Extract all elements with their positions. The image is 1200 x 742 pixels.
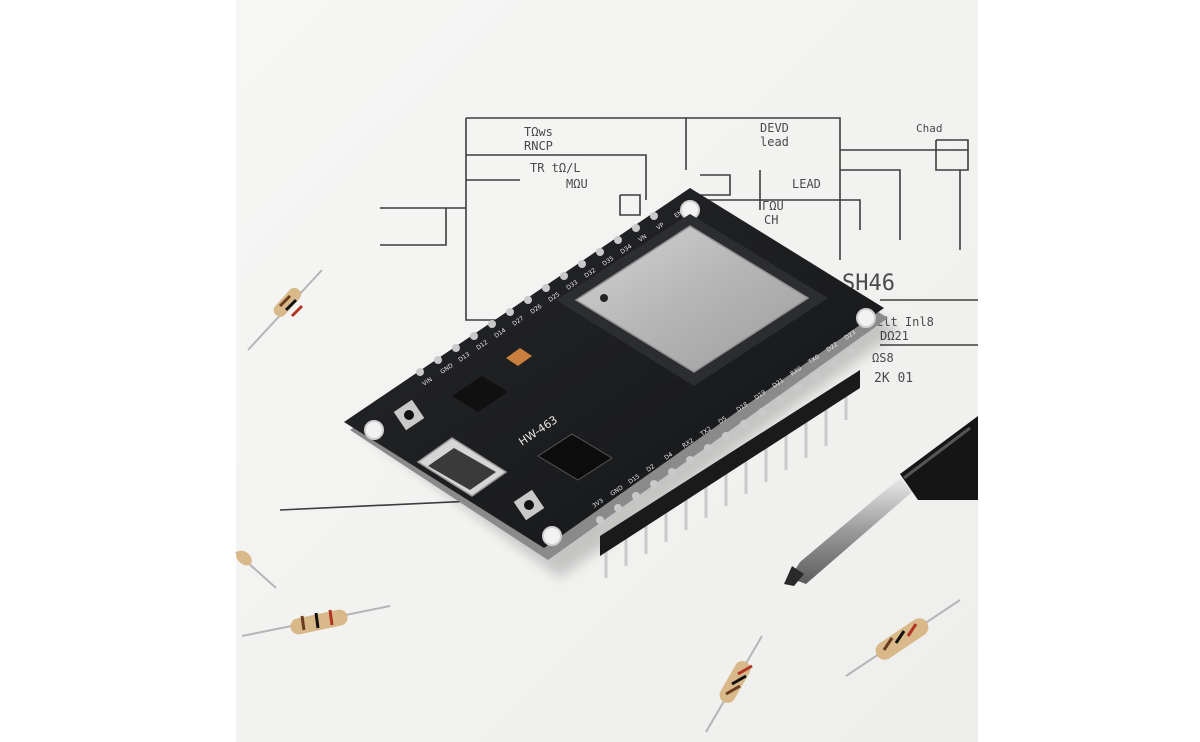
micro-usb-opening [428,448,496,490]
schematic-label: MΩU [566,177,588,191]
screwdriver [784,416,978,586]
schematic-drawing [279,117,978,511]
usb-chip [537,433,613,481]
esp32-metal-shield [574,225,810,373]
capacitor-orange [506,348,532,366]
resistor-bottom-left [241,605,391,637]
pin-label: D2 [645,463,656,474]
pin-label: VP [655,221,666,231]
pin-row-bottom [596,348,856,524]
pin-label: VIN [421,376,434,388]
pin-label: D4 [663,451,674,462]
esp32-board: HW-463 VIN GND D13 D12 D14 D27 D26 D25 D… [344,188,888,560]
schematic-label: ΓΩU [762,199,784,213]
schematic-label: lead [760,135,789,149]
schematic-label: LEAD [792,177,821,191]
pin-label: EN [673,209,684,219]
schematic-label: 2K 01 [874,371,913,386]
shield-dot [600,294,608,302]
voltage-regulator [452,376,508,412]
schematic-label: Chad [916,122,943,135]
mounting-hole [856,308,876,328]
resistor-bottom-center [705,635,763,733]
pin-label: VN [637,233,648,244]
schematic-label: TR tΩ/L [530,161,581,175]
resistor-top-left [247,269,323,351]
resistor-bottom-right [845,599,961,677]
mounting-hole [364,420,384,440]
boot-button-cap [524,500,534,510]
schematic-label: RNCP [524,139,553,153]
schematic-label: CH [764,213,778,227]
resistor-left-edge [235,550,277,589]
schematic-label: ΩS8 [872,351,894,365]
schematic-label: TΩws [524,125,553,139]
schematic-labels: TΩws RNCP TR tΩ/L MΩU DEVD lead LEAD ΓΩU… [524,121,943,386]
schematic-label: DEVD [760,121,789,135]
mounting-hole [542,526,562,546]
reset-button-cap [404,410,414,420]
pin-label: D5 [717,415,728,426]
pin-header-plastic [600,370,860,556]
pin-row-top [416,212,658,376]
